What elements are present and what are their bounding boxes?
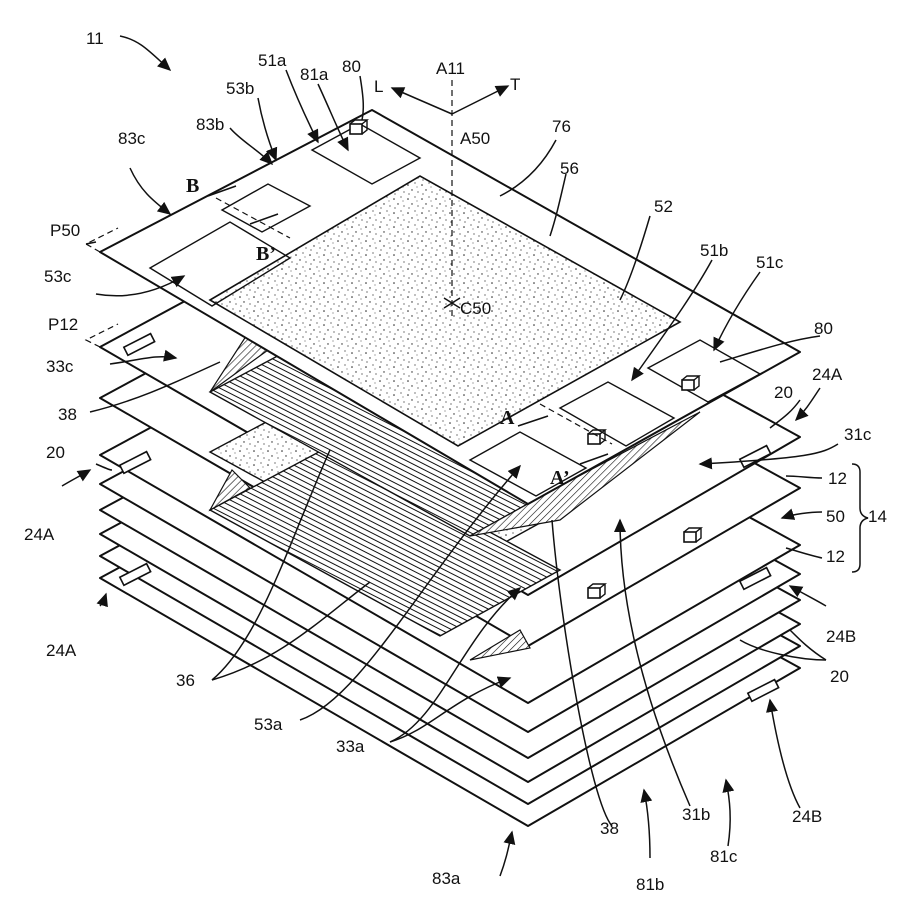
label-33c: 33c [46,357,74,376]
label-section-B-prime: B’ [256,243,276,265]
label-81a: 81a [300,65,329,84]
label-24A-left: 24A [24,525,55,544]
label-12-top: 12 [828,469,847,488]
label-51b: 51b [700,241,728,260]
label-83b: 83b [196,115,224,134]
label-20-left: 20 [46,443,65,462]
bracket-14 [852,464,868,572]
label-31c: 31c [844,425,872,444]
label-20-right: 20 [774,383,793,402]
label-24A-left-bottom: 24A [46,641,77,660]
label-axis-T: T [510,75,520,94]
label-fig-ref: 11 [86,29,104,48]
label-C50: C50 [460,299,491,318]
label-section-A-prime: A’ [550,467,570,489]
label-80-top: 80 [342,57,361,76]
sheet-stack [100,110,800,826]
label-P50: P50 [50,221,80,240]
label-36: 36 [176,671,195,690]
label-83a: 83a [432,869,461,888]
label-24B-bottom: 24B [792,807,822,826]
label-83c: 83c [118,129,146,148]
label-axis-A50: A50 [460,129,490,148]
label-axis-A11: A11 [436,59,465,78]
label-76: 76 [552,117,571,136]
label-38-left: 38 [58,405,77,424]
label-20-lower-right: 20 [830,667,849,686]
label-53a: 53a [254,715,283,734]
label-12-bottom: 12 [826,547,845,566]
label-80-right: 80 [814,319,833,338]
label-axis-L: L [374,77,383,96]
label-38-bottom: 38 [600,819,619,838]
label-51a: 51a [258,51,287,70]
label-33a: 33a [336,737,365,756]
label-50: 50 [826,507,845,526]
label-section-A: A [500,407,515,429]
label-81c: 81c [710,847,738,866]
label-24A-right: 24A [812,365,843,384]
label-52: 52 [654,197,673,216]
axis-T-arrow [452,86,508,114]
label-31b: 31b [682,805,710,824]
label-51c: 51c [756,253,784,272]
label-53b: 53b [226,79,254,98]
label-section-B: B [186,175,199,197]
axis-L-arrow [392,88,452,114]
label-24B-right: 24B [826,627,856,646]
label-14: 14 [868,507,887,526]
label-P12: P12 [48,315,78,334]
label-56: 56 [560,159,579,178]
label-53c: 53c [44,267,72,286]
label-81b: 81b [636,875,664,894]
